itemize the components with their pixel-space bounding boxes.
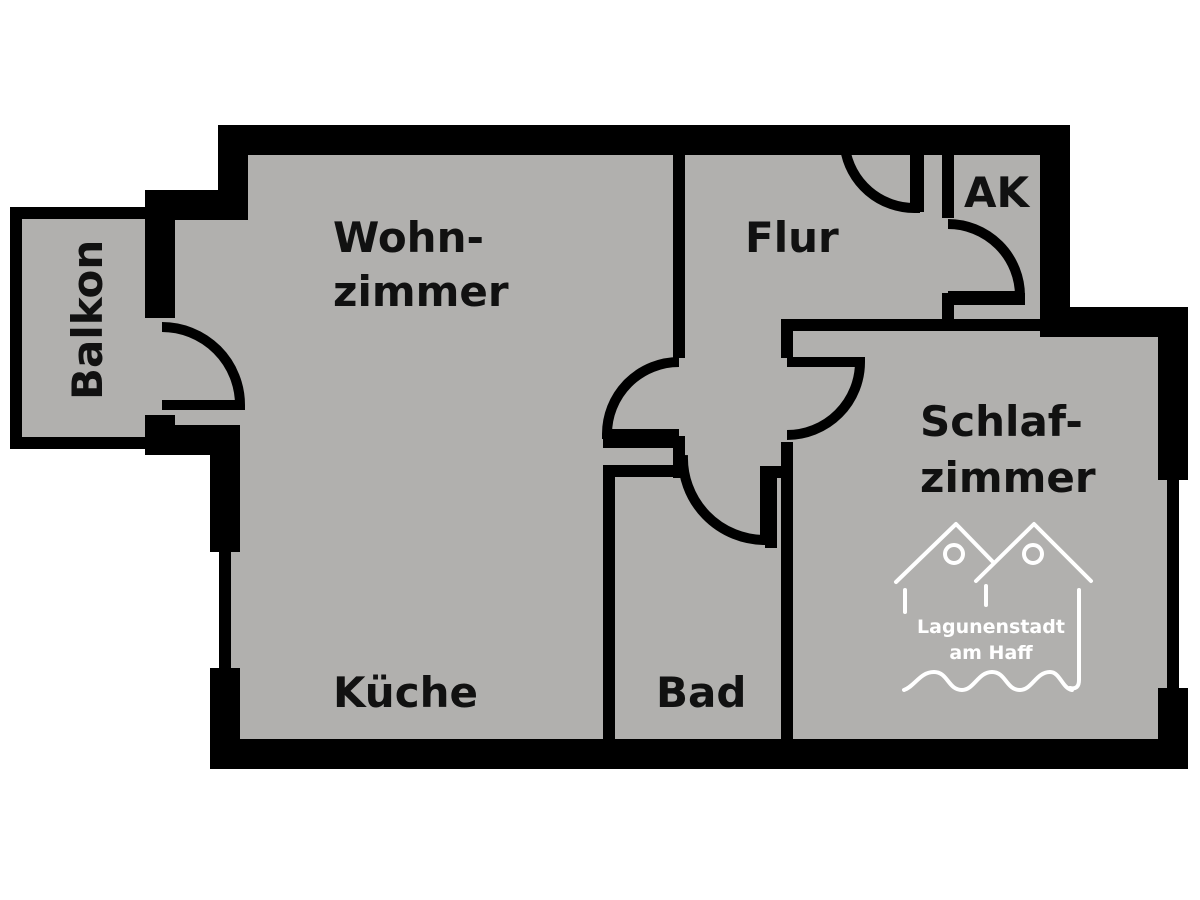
balkon-wall bbox=[10, 207, 160, 449]
doors bbox=[161, 147, 1026, 546]
logo-line-1: Lagunenstadt bbox=[917, 616, 1065, 638]
door-bedroom bbox=[786, 357, 866, 440]
lagunenstadt-logo: Lagunenstadt am Haff bbox=[894, 522, 1093, 692]
room-labels: Wohn- zimmer Flur AK Schlaf- zimmer Küch… bbox=[63, 168, 1096, 717]
exterior-wall-left-lower bbox=[145, 415, 240, 552]
label-bad: Bad bbox=[656, 668, 746, 717]
door-ak bbox=[947, 219, 1026, 301]
waves-icon bbox=[902, 670, 1074, 692]
window-left-icon bbox=[943, 543, 965, 565]
label-schlafzimmer-1: Schlaf- bbox=[920, 397, 1083, 446]
label-kueche: Küche bbox=[333, 668, 478, 717]
door-living bbox=[601, 357, 680, 439]
door-balkon bbox=[161, 322, 246, 410]
label-flur: Flur bbox=[745, 213, 839, 262]
logo-line-2: am Haff bbox=[949, 642, 1033, 664]
balkon-floor bbox=[16, 213, 162, 443]
label-wohnzimmer-1: Wohn- bbox=[333, 213, 484, 262]
label-balkon: Balkon bbox=[63, 240, 112, 400]
house-left-icon bbox=[894, 522, 996, 584]
house-right-icon bbox=[974, 522, 1093, 583]
label-ak: AK bbox=[964, 168, 1031, 217]
window-right-icon bbox=[1022, 543, 1044, 565]
exterior-wall-right-lower bbox=[210, 668, 1188, 769]
label-schlafzimmer-2: zimmer bbox=[920, 453, 1096, 502]
label-wohnzimmer-2: zimmer bbox=[333, 267, 509, 316]
door-entry bbox=[840, 147, 920, 214]
door-bath bbox=[677, 454, 770, 546]
exterior-wall bbox=[145, 125, 1188, 480]
